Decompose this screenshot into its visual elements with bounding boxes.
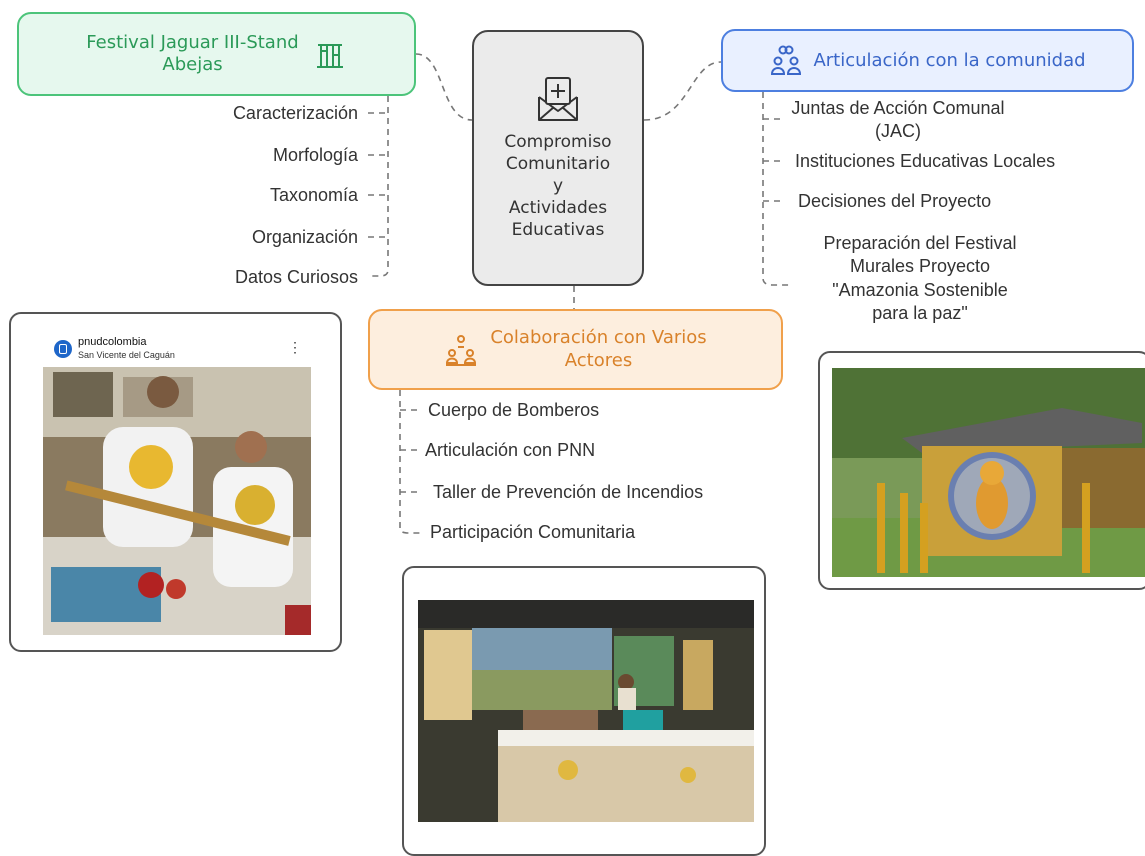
workshop-photo [43, 367, 311, 635]
festival-item: Morfología [272, 145, 358, 165]
more-options-icon[interactable]: ⋮ [288, 339, 302, 355]
colaboracion-node[interactable]: Colaboración con Varios Actores [368, 309, 783, 390]
articulacion-node[interactable]: Articulación con la comunidad [721, 29, 1134, 92]
colaboracion-item: Cuerpo de Bomberos [428, 400, 600, 420]
articulacion-item: Juntas de Acción Comunal (JAC) [791, 98, 1005, 142]
hive-icon [316, 44, 343, 68]
festival-item: Organización [251, 227, 358, 247]
avatar [54, 340, 72, 358]
envelope-plus-icon [538, 76, 578, 121]
central-title: Compromiso Comunitario y Actividades Edu… [504, 131, 612, 241]
articulacion-item: Decisiones del Proyecto [798, 191, 992, 211]
people-network-icon [446, 334, 477, 366]
articulacion-title: Articulación con la comunidad [813, 50, 1086, 71]
mural-hut-photo [832, 368, 1145, 577]
post-location: San Vicente del Caguán [78, 350, 175, 360]
instagram-post-card[interactable]: pnudcolombia San Vicente del Caguán ⋮ [9, 312, 342, 652]
festival-item: Taxonomía [269, 185, 358, 205]
colaboracion-item: Taller de Prevención de Incendios [433, 482, 704, 502]
colaboracion-item: Articulación con PNN [425, 440, 596, 460]
festival-title: Festival Jaguar III-Stand Abejas [86, 31, 299, 76]
colaboracion-title: Colaboración con Varios Actores [490, 327, 707, 371]
mural-hut-photo-card[interactable] [818, 351, 1145, 590]
festival-item: Caracterización [232, 103, 358, 123]
festival-node[interactable]: Festival Jaguar III-Stand Abejas [17, 12, 416, 96]
central-node[interactable]: Compromiso Comunitario y Actividades Edu… [472, 30, 644, 286]
community-icon [771, 45, 802, 75]
colaboracion-item: Participación Comunitaria [430, 522, 636, 542]
bee-stand-photo [418, 600, 754, 822]
articulacion-item: Instituciones Educativas Locales [795, 151, 1056, 171]
articulacion-item: Preparación del Festival Murales Proyect… [823, 233, 1017, 324]
bee-stand-photo-card[interactable] [402, 566, 766, 856]
post-username: pnudcolombia [78, 336, 147, 348]
festival-item: Datos Curiosos [234, 267, 358, 287]
